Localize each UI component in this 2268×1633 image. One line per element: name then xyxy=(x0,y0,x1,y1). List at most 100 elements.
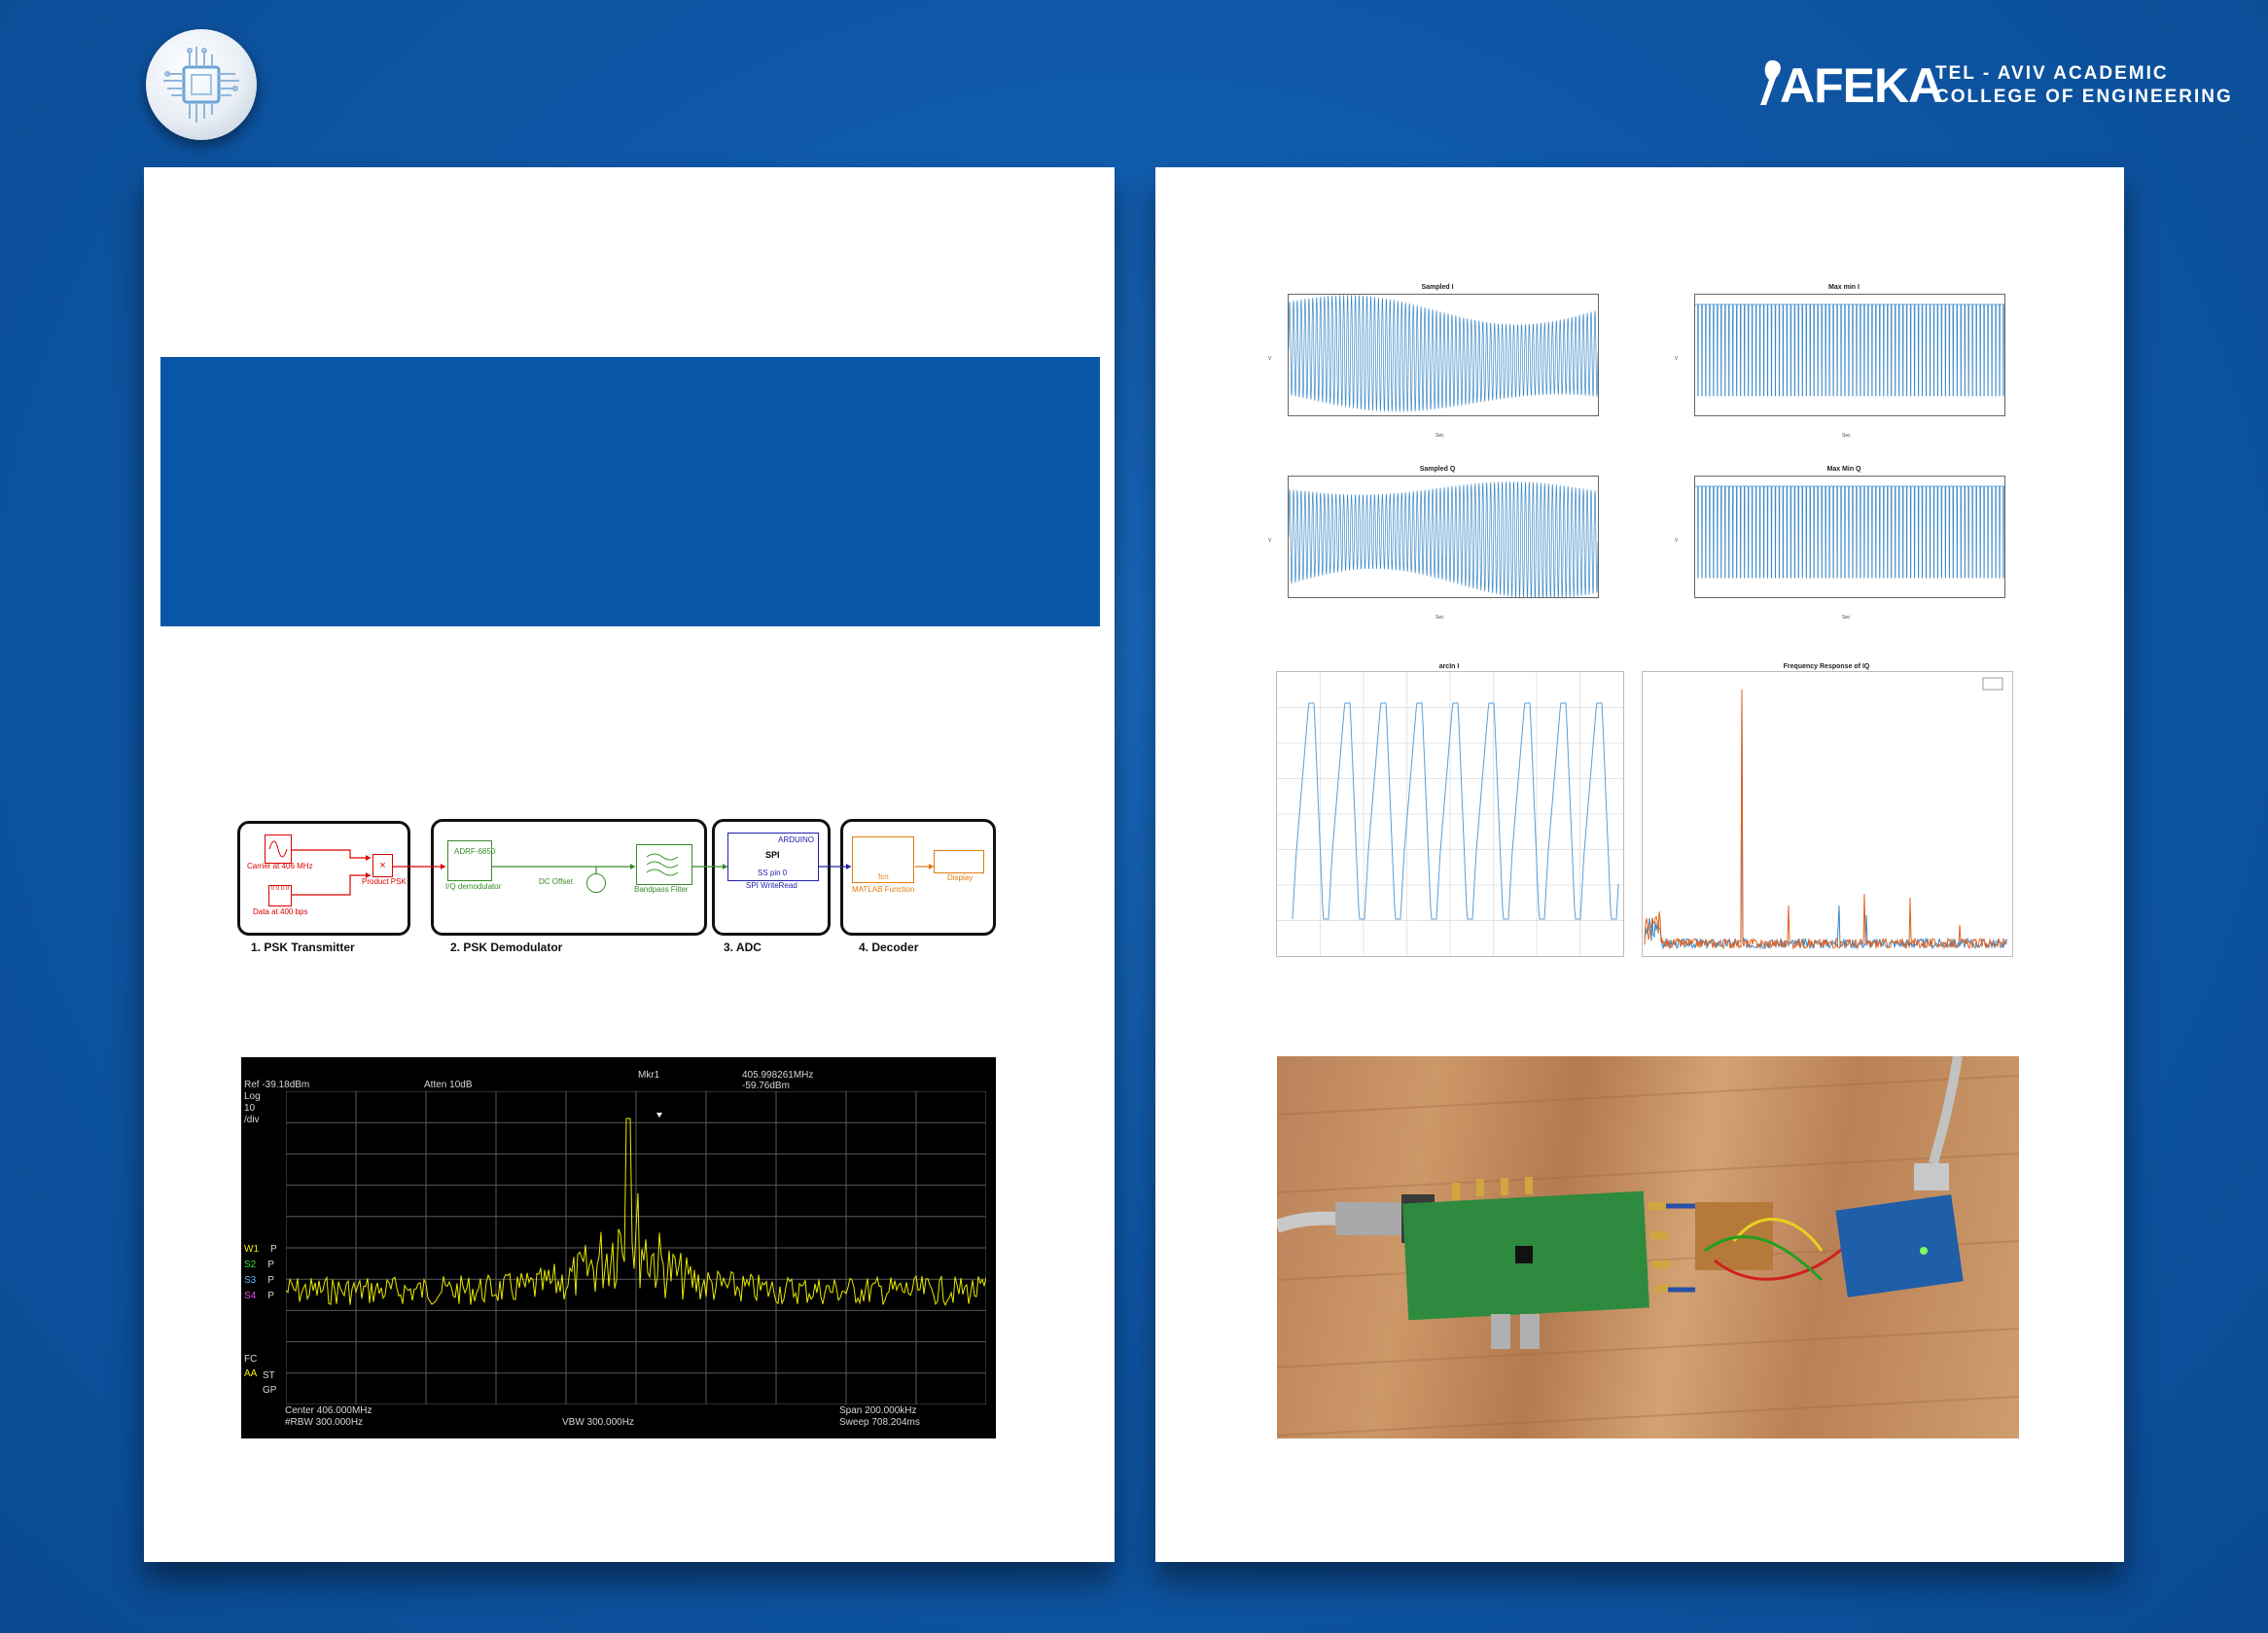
signal-line xyxy=(1288,295,1599,412)
arduino-label: ARDUINO xyxy=(778,835,814,844)
hardware-setup-photo xyxy=(1277,1056,2019,1438)
plot-title: Max Min Q xyxy=(1826,466,1861,473)
marker-icon xyxy=(656,1113,662,1118)
signal-line xyxy=(1695,303,2004,397)
trace-mode: P xyxy=(270,1244,277,1255)
signal-line xyxy=(1288,481,1599,600)
carrier-label: Carrier at 406 MHz xyxy=(247,862,313,870)
product-block: × xyxy=(372,854,393,877)
trace-name: S3 xyxy=(244,1275,257,1286)
y-axis-label: V xyxy=(1268,356,1272,362)
spi-block: ARDUINO SPI SS pin 0 xyxy=(727,833,819,881)
st-indicator: ST xyxy=(263,1370,275,1381)
afeka-subtitle-line1: TEL - AVIV ACADEMIC xyxy=(1935,63,2169,84)
plot-title: Sampled Q xyxy=(1419,466,1456,473)
filter-waves-icon xyxy=(646,853,679,876)
adc-frame xyxy=(712,819,831,936)
sweep-time: Sweep 708.204ms xyxy=(839,1417,920,1428)
ss-pin-label: SS pin 0 xyxy=(758,869,788,877)
sine-wave-icon xyxy=(268,840,288,858)
iq-demod-label: I/Q demodulator xyxy=(445,882,502,891)
afeka-name: AFEKA xyxy=(1780,58,1943,113)
plot-area xyxy=(1288,294,1599,416)
plot-area xyxy=(1288,476,1599,600)
center-frequency: Center 406.000MHz xyxy=(285,1405,372,1416)
marker-label: Mkr1 xyxy=(638,1070,660,1081)
fcn-label: fcn xyxy=(878,872,889,881)
simulink-block-diagram: 1. PSK Transmitter 2. PSK Demodulator 3.… xyxy=(233,817,998,963)
adrf-block: ADRF-6850 xyxy=(447,840,495,881)
arcsin-plot: arcIn I xyxy=(1264,661,1634,973)
afeka-logo: AFEKA TEL - AVIV ACADEMIC COLLEGE OF ENG… xyxy=(1760,56,2231,115)
waveform xyxy=(1288,481,1599,600)
spi-label: SPI xyxy=(765,850,780,860)
afeka-mark-icon xyxy=(1760,60,1781,105)
y-axis-label: V xyxy=(1675,538,1679,544)
y-axis-label: V xyxy=(1268,538,1272,544)
matlab-function-label: MATLAB Function xyxy=(852,885,915,894)
waveform xyxy=(1695,485,2004,579)
x-axis-label: Sec xyxy=(1842,433,1851,439)
spectrum-line xyxy=(1644,689,2008,950)
circuit-chip-icon xyxy=(163,47,239,123)
signal-line xyxy=(1695,485,2004,579)
resolution-bandwidth: #RBW 300.000Hz xyxy=(285,1417,364,1428)
section-label: 4. Decoder xyxy=(859,941,919,954)
plot-title: Frequency Response of IQ xyxy=(1783,663,1870,670)
trace-name: S4 xyxy=(244,1291,257,1301)
section-label: 3. ADC xyxy=(724,941,762,954)
fc-indicator: FC xyxy=(244,1354,258,1365)
plot-area xyxy=(1694,294,2005,416)
waveform xyxy=(1288,295,1599,412)
span: Span 200.000kHz xyxy=(839,1405,917,1416)
marker-level: -59.76dBm xyxy=(742,1081,790,1091)
carrier-sine-block xyxy=(265,834,292,864)
x-axis-label: Sec xyxy=(1842,615,1851,621)
arcsin-waveform xyxy=(1277,672,1623,956)
max-min-q-plot: Max Min Q V Sec xyxy=(1675,464,2009,624)
scale-value: 10 xyxy=(244,1103,256,1114)
college-emblem-logo xyxy=(146,29,257,140)
frequency-spectrum xyxy=(1644,677,2008,950)
frequency-response-plot: Frequency Response of IQ xyxy=(1634,661,2019,973)
plot-title: Sampled I xyxy=(1421,284,1454,291)
trace-legend-item: S3 P xyxy=(244,1275,274,1286)
spi-writeread-label: SPI WriteRead xyxy=(746,881,797,890)
y-axis-label: V xyxy=(1675,356,1679,362)
plot-area xyxy=(1642,671,2013,957)
spectrum-analyzer-screen: Ref -39.18dBm Atten 10dB Mkr1 405.998261… xyxy=(241,1057,996,1438)
scale-unit: /div xyxy=(244,1115,260,1125)
display-label: Display xyxy=(947,873,974,882)
plot-title: Max min I xyxy=(1828,284,1860,291)
bandpass-label: Bandpass Filter xyxy=(634,885,689,894)
data-source-block: 0 0 0 0 xyxy=(268,885,292,906)
sampled-q-plot: Sampled Q V Sec xyxy=(1268,464,1603,624)
product-label: Product PSK xyxy=(362,877,407,886)
matlab-function-block: fcn xyxy=(852,836,914,883)
hardware-photo-icon xyxy=(1277,1056,2019,1437)
scale-type: Log xyxy=(244,1091,261,1102)
title-band xyxy=(160,357,1100,626)
trace-mode: P xyxy=(267,1260,274,1270)
ref-level: Ref -39.18dBm xyxy=(244,1080,310,1090)
x-axis-label: Sec xyxy=(1435,433,1444,439)
attenuation: Atten 10dB xyxy=(424,1080,473,1090)
trace-legend-item: S4 P xyxy=(244,1291,274,1301)
dc-offset-sum-block xyxy=(586,873,606,893)
waveform xyxy=(1695,303,2004,397)
trace-mode: P xyxy=(267,1291,274,1301)
dc-offset-label: DC Offset xyxy=(539,877,573,886)
bandpass-filter-block xyxy=(636,844,692,885)
plot-area xyxy=(1694,476,2005,598)
video-bandwidth: VBW 300.000Hz xyxy=(562,1417,634,1428)
psk-transmitter-frame xyxy=(237,821,410,936)
gp-indicator: GP xyxy=(263,1385,277,1396)
legend-box xyxy=(1982,677,2003,691)
marker-frequency: 405.998261MHz xyxy=(742,1070,814,1081)
decoder-frame xyxy=(840,819,996,936)
trace-mode: P xyxy=(267,1275,274,1286)
arcsin-line xyxy=(1292,702,1619,920)
display-block xyxy=(934,850,984,873)
